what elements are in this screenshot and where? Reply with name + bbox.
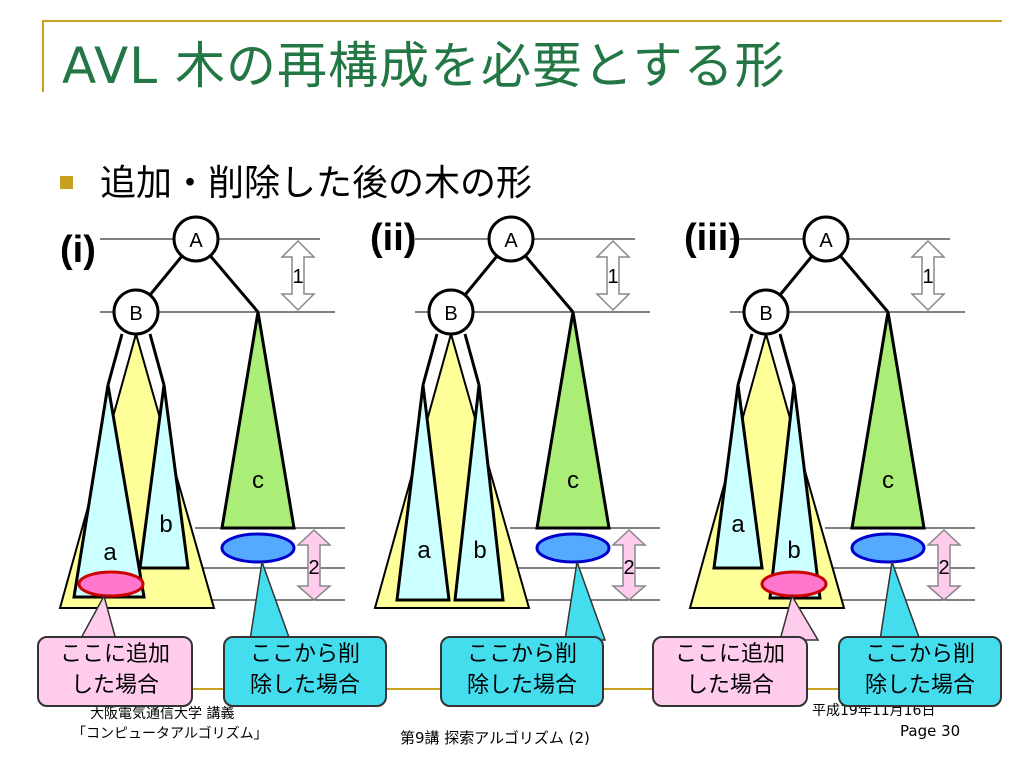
callout-delete-i-line2: 除した場合	[249, 673, 360, 698]
panel-iii	[688, 215, 977, 642]
panel-i	[58, 215, 347, 642]
node-a-iii: A	[819, 230, 833, 252]
panel-label-iii: (iii)	[684, 217, 741, 259]
panel-ii	[373, 215, 662, 642]
title-rule	[42, 20, 1002, 22]
node-b-i: B	[129, 303, 142, 325]
node-a-i: A	[189, 230, 203, 252]
callout-add-iii: ここに追加 した場合	[652, 636, 808, 707]
height-2-iii: 2	[938, 557, 949, 579]
subtree-b-ii: b	[473, 537, 486, 564]
footer-page-number: Page 30	[900, 722, 961, 740]
node-a-ii: A	[504, 230, 518, 252]
height-2-ii: 2	[623, 557, 634, 579]
bullet-marker	[60, 176, 73, 189]
subtree-c-iii: c	[882, 467, 894, 494]
node-b-ii: B	[444, 303, 457, 325]
footer-date: 平成19年11月16日	[812, 703, 936, 719]
subtree-b-i: b	[159, 511, 172, 538]
height-1-iii: 1	[922, 266, 933, 288]
callout-add-iii-line2: した場合	[685, 673, 774, 698]
panel-label-i: (i)	[60, 229, 96, 271]
callout-add-iii-line1: ここに追加	[674, 642, 785, 667]
subtree-a-iii: a	[731, 511, 745, 538]
height-2-i: 2	[308, 557, 319, 579]
bullet-text: 追加・削除した後の木の形	[100, 163, 533, 204]
title-accent-bar	[42, 20, 44, 92]
height-1-i: 1	[292, 266, 303, 288]
subtree-a-ii: a	[417, 537, 431, 564]
callout-delete-iii-line2: 除した場合	[864, 673, 975, 698]
callout-delete-ii-line2: 除した場合	[466, 673, 577, 698]
callout-delete-i: ここから削 除した場合	[223, 636, 387, 707]
footer-org-line2: 「コンピュータアルゴリズム」	[72, 726, 268, 742]
footer-org-line1: 大阪電気通信大学 講義	[90, 706, 235, 722]
slide-title: AVL 木の再構成を必要とする形	[62, 37, 786, 95]
footer-lecture: 第9講 探索アルゴリズム (2)	[400, 729, 590, 747]
panel-label-ii: (ii)	[370, 217, 416, 259]
subtree-b-iii: b	[787, 537, 800, 564]
node-b-iii: B	[759, 303, 772, 325]
height-1-ii: 1	[607, 266, 618, 288]
subtree-c-i: c	[252, 467, 264, 494]
callout-delete-iii-line1: ここから削	[864, 642, 975, 667]
callout-delete-ii: ここから削 除した場合	[440, 636, 604, 707]
footer-organization: 大阪電気通信大学 講義 「コンピュータアルゴリズム」	[72, 704, 312, 744]
callout-add-i-line1: ここに追加	[59, 642, 170, 667]
callout-delete-iii: ここから削 除した場合	[838, 636, 1002, 707]
callout-add-i: ここに追加 した場合	[37, 636, 193, 707]
callout-add-i-line2: した場合	[70, 673, 159, 698]
subtree-c-ii: c	[567, 467, 579, 494]
subtree-a-i: a	[103, 539, 117, 566]
callout-delete-ii-line1: ここから削	[466, 642, 577, 667]
callout-delete-i-line1: ここから削	[249, 642, 360, 667]
